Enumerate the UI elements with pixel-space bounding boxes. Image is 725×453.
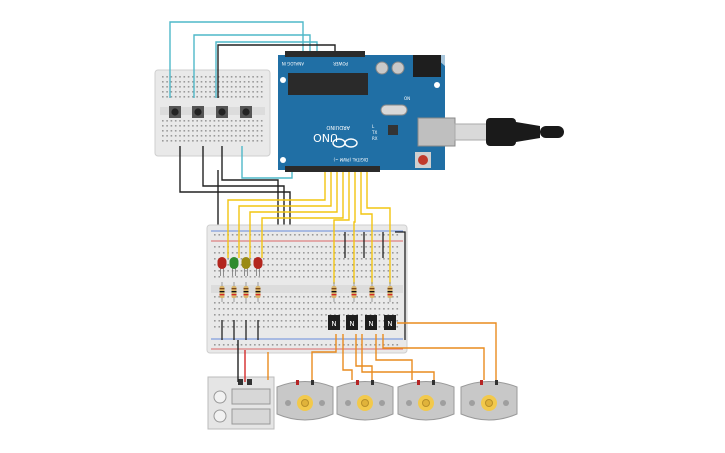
usb-port xyxy=(417,117,456,147)
transistor: N xyxy=(346,315,358,330)
microcontroller-chip xyxy=(288,73,368,95)
transistor-label: N xyxy=(349,320,354,328)
dc-motor xyxy=(336,380,394,421)
large-breadboard xyxy=(206,224,408,354)
reset-button[interactable] xyxy=(415,152,431,168)
breadboard-ground-wires xyxy=(221,231,406,340)
power-jack xyxy=(413,55,441,77)
resistor xyxy=(351,282,357,302)
transistor-label: N xyxy=(331,320,336,328)
transistor: N xyxy=(365,315,377,330)
resistor xyxy=(231,282,237,302)
resistor xyxy=(243,282,249,302)
rx-label: RX xyxy=(372,136,378,141)
transistor: N xyxy=(384,315,396,330)
tx-label: TX xyxy=(371,130,377,135)
led xyxy=(229,257,239,276)
led xyxy=(241,257,251,276)
led-row xyxy=(217,257,263,276)
digital-header-label: DIGITAL (PWM ~) xyxy=(333,157,368,162)
battery-wires xyxy=(237,340,246,382)
resistor xyxy=(369,282,375,302)
push-button[interactable] xyxy=(216,106,228,118)
transistor: N xyxy=(328,315,340,330)
yellow-wires xyxy=(227,172,391,284)
push-buttons xyxy=(169,106,252,118)
arduino-logo-icon xyxy=(332,138,358,148)
dc-motor xyxy=(397,380,455,421)
l-label: L xyxy=(372,124,375,129)
led xyxy=(217,257,227,276)
push-button[interactable] xyxy=(192,106,204,118)
resistors xyxy=(219,282,393,302)
led xyxy=(253,257,263,276)
resistor xyxy=(219,282,225,302)
push-button[interactable] xyxy=(240,106,252,118)
resistor xyxy=(387,282,393,302)
large-breadboard-holes xyxy=(214,234,399,346)
power-header-label: POWER xyxy=(333,61,348,66)
push-button[interactable] xyxy=(169,106,181,118)
board-brand: ARDUINO xyxy=(326,124,350,130)
arduino-uno-board[interactable]: UNO ARDUINO ANALOG IN POWER DIGITAL (PWM… xyxy=(278,51,456,172)
transistor-label: N xyxy=(387,320,392,328)
board-model: UNO xyxy=(313,131,338,144)
resistor xyxy=(331,282,337,302)
orange-wires xyxy=(267,322,497,380)
resistor xyxy=(255,282,261,302)
dc-motors xyxy=(276,380,518,421)
small-breadboard xyxy=(154,69,271,157)
battery-pack xyxy=(207,376,275,430)
transistor-label: N xyxy=(368,320,373,328)
on-label: ON xyxy=(404,96,410,101)
dc-motor xyxy=(276,380,334,421)
usb-cable xyxy=(454,118,564,146)
analog-header-label: ANALOG IN xyxy=(282,61,304,66)
dc-motor xyxy=(460,380,518,421)
small-breadboard-holes xyxy=(162,76,263,142)
